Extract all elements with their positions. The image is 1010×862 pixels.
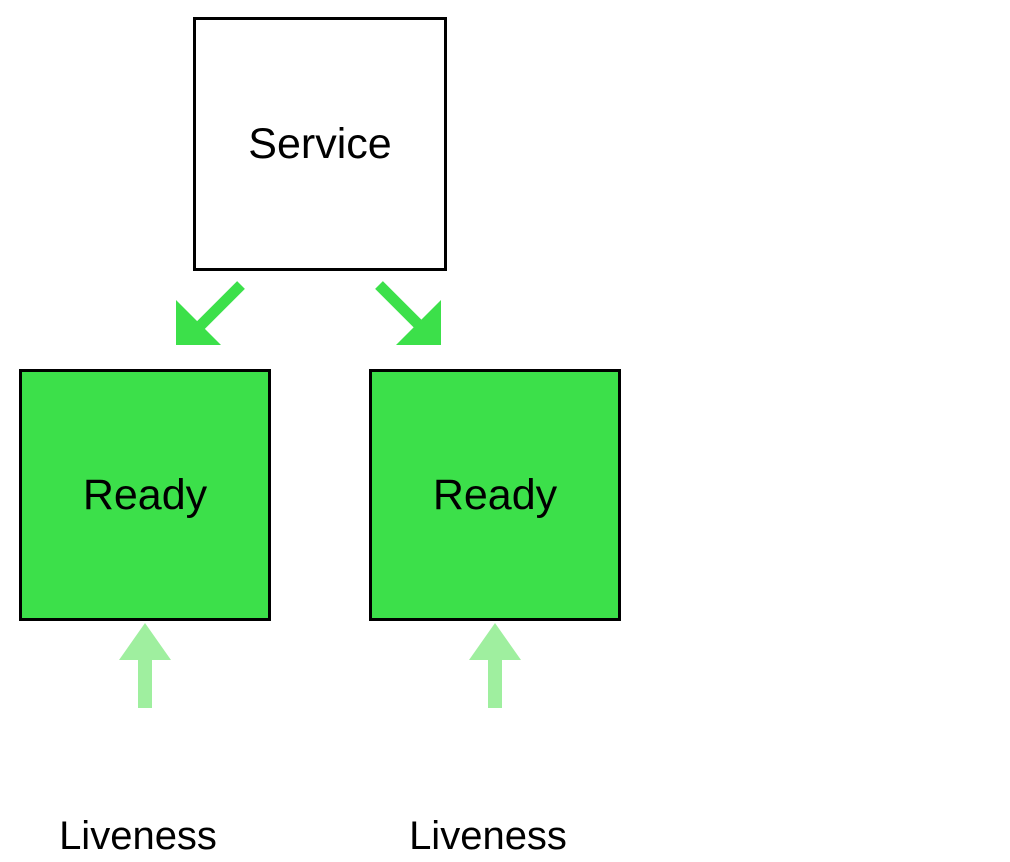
- node-service[interactable]: Service: [193, 17, 447, 271]
- edge-service-to-pod-right: [375, 281, 441, 345]
- liveness-label-right-line1: Liveness: [409, 814, 567, 858]
- node-pod-left-label: Ready: [82, 470, 208, 519]
- liveness-arrow-left: [119, 623, 171, 708]
- node-service-label: Service: [248, 119, 392, 168]
- node-pod-right[interactable]: Ready: [369, 369, 621, 621]
- node-pod-left[interactable]: Ready: [19, 369, 271, 621]
- liveness-label-left: Liveness PASS: [18, 716, 258, 862]
- liveness-label-left-line1: Liveness: [59, 814, 217, 858]
- edge-service-to-pod-left: [176, 281, 245, 345]
- liveness-label-right: Liveness PASS: [368, 716, 608, 862]
- node-pod-right-label: Ready: [432, 470, 558, 519]
- liveness-arrow-right: [469, 623, 521, 708]
